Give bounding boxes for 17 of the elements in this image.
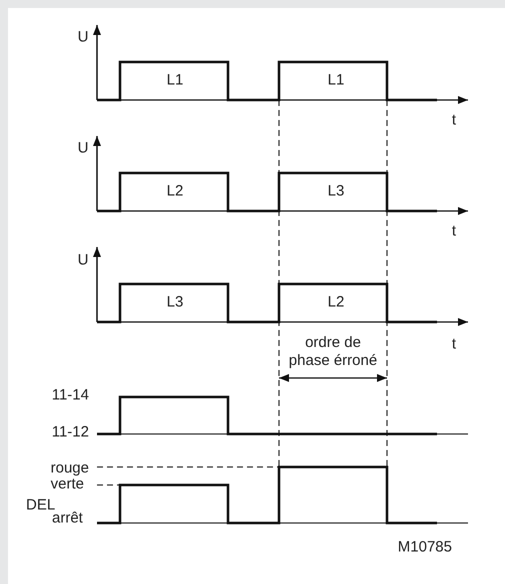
signal-label: 11-14: [52, 386, 89, 404]
figure-number: M10785: [398, 538, 452, 556]
phase-label: L3: [328, 182, 344, 200]
axis-label: t: [452, 222, 456, 240]
signal-label: 11-12: [52, 424, 89, 440]
level-label: verte: [50, 476, 84, 492]
level-label: rouge: [50, 460, 89, 476]
phase-label: L2: [328, 294, 344, 310]
phase-label: L2: [166, 182, 184, 200]
phase-label: L1: [328, 72, 344, 88]
axis-label: U: [78, 252, 88, 268]
phase-label: L1: [166, 72, 184, 88]
axis-label: t: [452, 112, 456, 128]
axis-label: U: [78, 28, 88, 46]
phase-label: L3: [166, 294, 184, 310]
axis-label: U: [78, 140, 88, 156]
axis-label: t: [452, 336, 456, 352]
